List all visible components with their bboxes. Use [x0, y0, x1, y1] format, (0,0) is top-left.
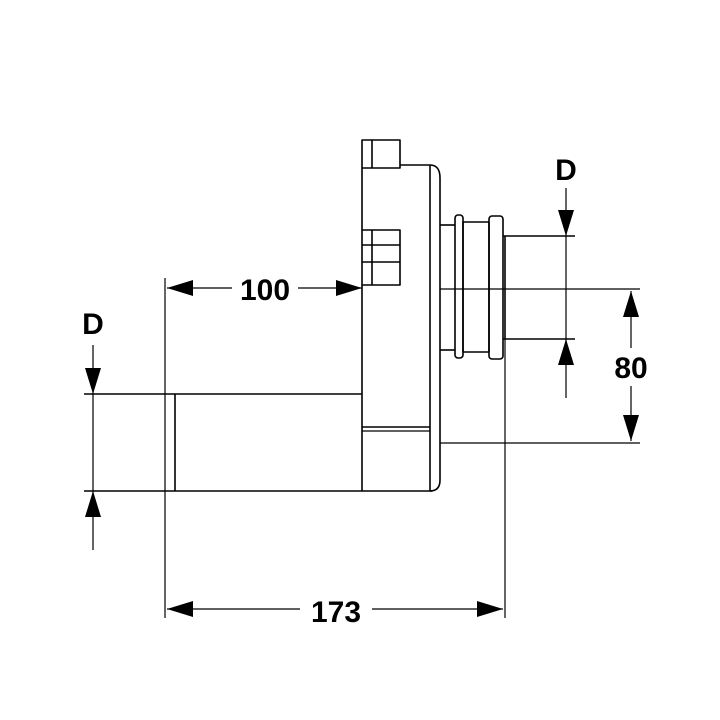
dimension-173-label: 173 [311, 596, 361, 629]
left-pipe [84, 393, 432, 492]
dimension-80-label: 80 [614, 352, 647, 385]
dimension-d-right: D [555, 154, 577, 398]
dimension-100: 100 [164, 270, 362, 618]
dimension-d-left: D [82, 308, 104, 550]
dimension-d-right-label: D [555, 154, 577, 187]
dimension-80: 80 [606, 291, 656, 441]
dimension-173: 173 [167, 339, 506, 629]
right-connector [440, 214, 640, 444]
dimension-d-left-label: D [82, 308, 104, 341]
dimension-100-label: 100 [240, 274, 290, 307]
housing-body [361, 139, 441, 492]
